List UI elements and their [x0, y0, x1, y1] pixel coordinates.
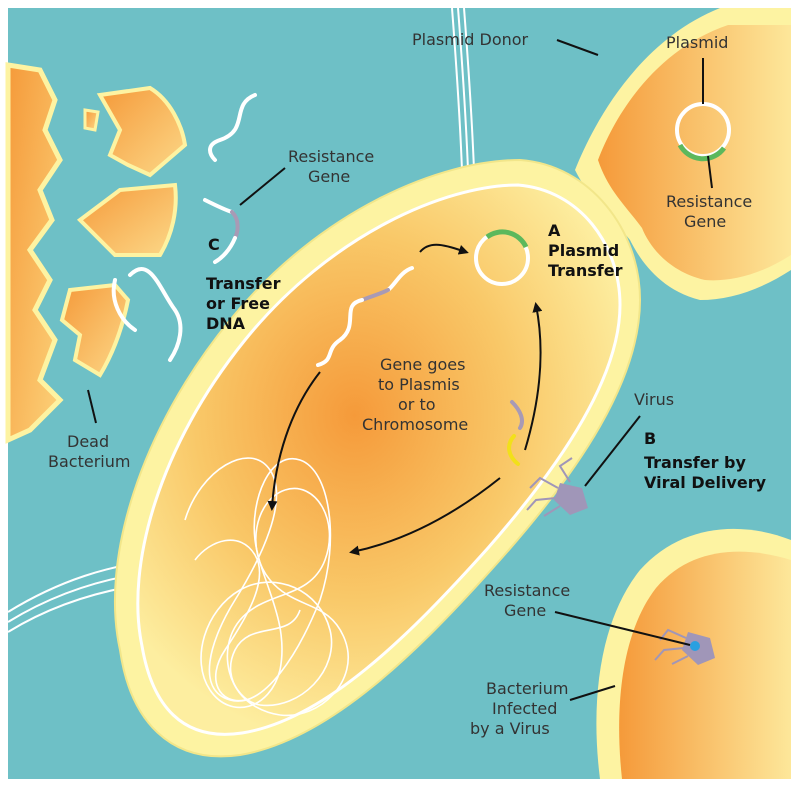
label-dead-line2: Bacterium	[48, 452, 130, 471]
label-gene-goes-line3: or to	[398, 395, 436, 414]
label-donor-gene-line2: Gene	[684, 212, 726, 231]
label-b-line1: Transfer by	[644, 453, 746, 472]
label-gene-goes-line4: Chromosome	[362, 415, 468, 434]
label-virus: Virus	[634, 390, 674, 409]
label-free-gene-line1: Resistance	[288, 147, 374, 166]
label-infected-gene-line1: Resistance	[484, 581, 570, 600]
label-c-line3: DNA	[206, 314, 246, 333]
label-plasmid-donor: Plasmid Donor	[412, 30, 529, 49]
label-infected-line1: Bacterium	[486, 679, 568, 698]
label-c-letter: C	[208, 235, 220, 254]
label-donor-gene-line1: Resistance	[666, 192, 752, 211]
label-gene-goes-line1: Gene goes	[380, 355, 465, 374]
label-a-line1: Plasmid	[548, 241, 619, 260]
label-c-line2: or Free	[206, 294, 270, 313]
label-free-gene-line2: Gene	[308, 167, 350, 186]
label-infected-line3: by a Virus	[470, 719, 550, 738]
label-a-line2: Transfer	[548, 261, 623, 280]
label-gene-goes-line2: to Plasmis	[378, 375, 460, 394]
label-infected-line2: Infected	[492, 699, 557, 718]
label-b-line2: Viral Delivery	[644, 473, 767, 492]
label-infected-gene-line2: Gene	[504, 601, 546, 620]
label-c-line1: Transfer	[206, 274, 281, 293]
label-b-letter: B	[644, 429, 656, 448]
label-a-letter: A	[548, 221, 561, 240]
label-donor-plasmid: Plasmid	[666, 33, 728, 52]
label-dead-line1: Dead	[67, 432, 109, 451]
